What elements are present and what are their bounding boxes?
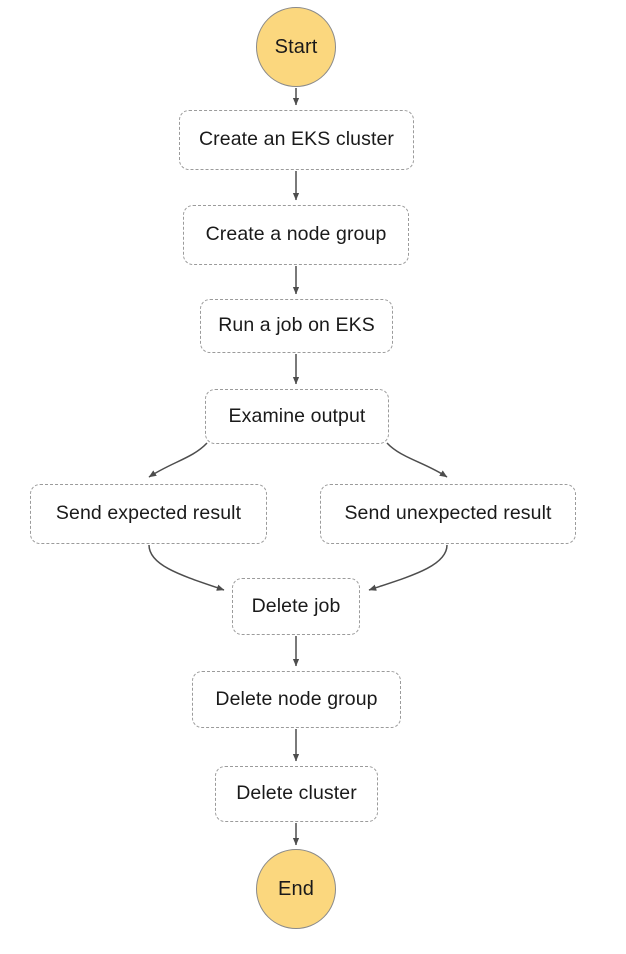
node-run-a-job-on-eks-label: Run a job on EKS [218,314,375,337]
edge-examine-output-to-send-expected [148,442,208,478]
node-send-expected-result[interactable]: Send expected result [30,484,267,544]
node-create-a-node-group-label: Create a node group [205,223,387,246]
node-delete-cluster[interactable]: Delete cluster [215,766,378,822]
node-create-a-node-group[interactable]: Create a node group [183,205,409,265]
node-run-a-job-on-eks[interactable]: Run a job on EKS [200,299,393,353]
node-delete-job[interactable]: Delete job [232,578,360,635]
node-examine-output-label: Examine output [228,404,366,427]
node-examine-output[interactable]: Examine output [205,389,389,444]
node-delete-job-label: Delete job [251,594,341,617]
node-create-an-eks-cluster[interactable]: Create an EKS cluster [179,110,414,170]
edge-send-unexpected-to-delete-job [368,544,448,591]
node-send-unexpected-result-label: Send unexpected result [344,502,552,525]
node-start-label: Start [274,36,318,58]
node-delete-node-group[interactable]: Delete node group [192,671,401,728]
node-delete-node-group-label: Delete node group [215,687,378,710]
node-end[interactable]: End [256,849,336,929]
node-delete-cluster-label: Delete cluster [236,782,357,805]
node-end-label: End [278,878,314,900]
node-send-unexpected-result[interactable]: Send unexpected result [320,484,576,544]
node-start[interactable]: Start [256,7,336,87]
edge-send-expected-to-delete-job [148,544,225,591]
node-create-an-eks-cluster-label: Create an EKS cluster [198,128,395,151]
edge-examine-output-to-send-unexpected [386,442,448,478]
node-send-expected-result-label: Send expected result [55,502,242,525]
